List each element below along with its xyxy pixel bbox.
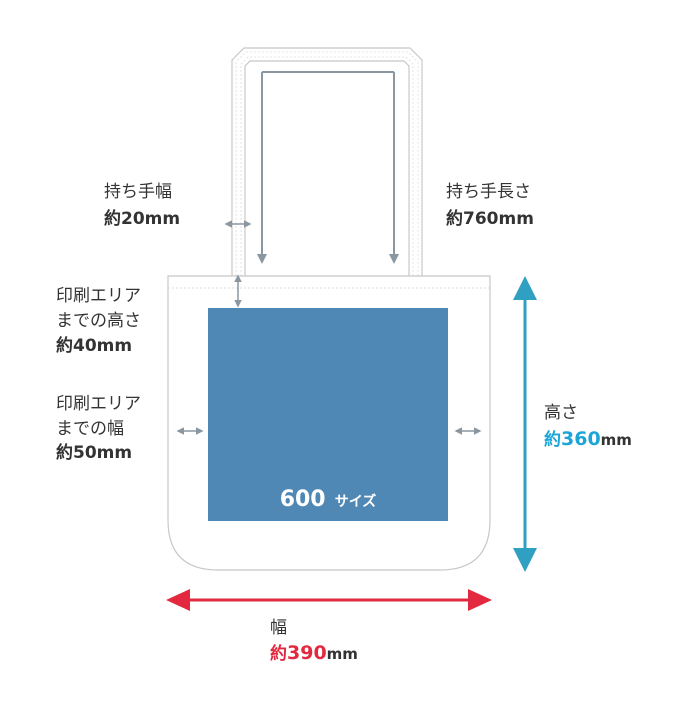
- print-area-label: 600 サイズ: [280, 487, 377, 512]
- height-arrow: [513, 276, 537, 572]
- width-label: 幅: [270, 618, 287, 638]
- print-area: [208, 308, 448, 521]
- handle-width-value: 約20mm: [104, 208, 180, 229]
- handle-length-label: 持ち手長さ: [446, 182, 531, 202]
- print-top-label-line1: 印刷エリア: [56, 286, 141, 306]
- height-value: 約360mm: [544, 428, 632, 450]
- width-arrow: [166, 589, 492, 611]
- handle-width-label: 持ち手幅: [104, 182, 172, 202]
- width-value: 約390mm: [270, 642, 358, 664]
- print-side-label-line1: 印刷エリア: [56, 394, 141, 414]
- bag-handle: [231, 47, 423, 276]
- height-label: 高さ: [544, 403, 578, 423]
- print-side-value: 約50mm: [56, 442, 132, 463]
- print-top-label-line2: までの高さ: [56, 311, 141, 331]
- print-top-value: 約40mm: [56, 335, 132, 356]
- handle-length-value: 約760mm: [446, 208, 534, 229]
- print-side-label-line2: までの幅: [56, 419, 124, 439]
- handle-length-arrow: [257, 71, 399, 264]
